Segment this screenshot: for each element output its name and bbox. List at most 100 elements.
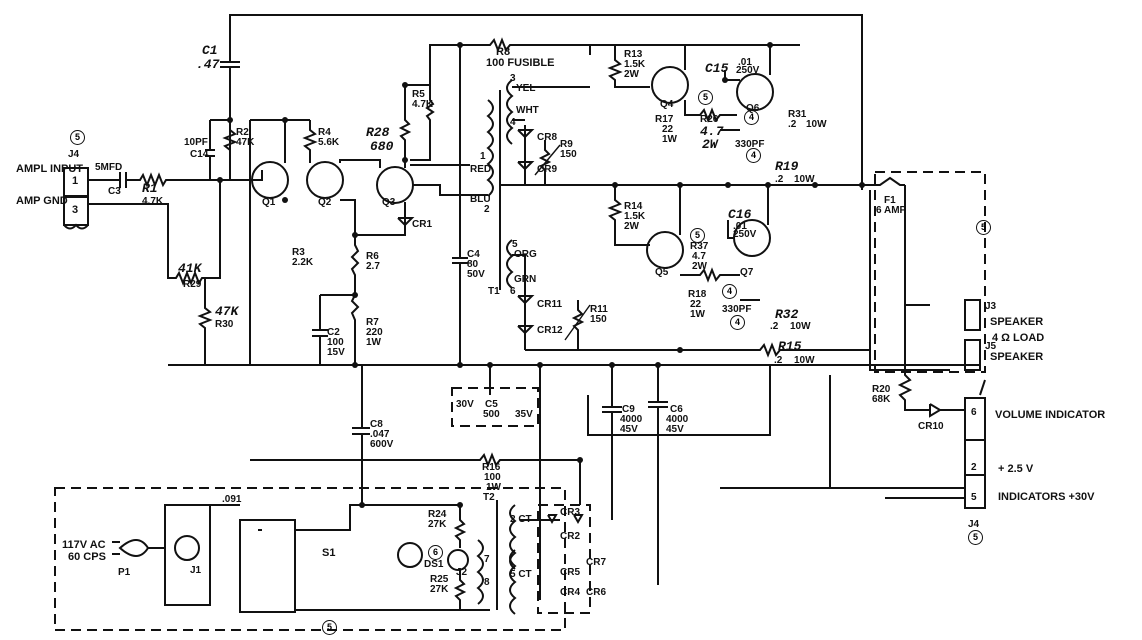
j2-lamp <box>447 549 469 571</box>
t1-tap-2: 2 <box>484 204 490 215</box>
r15-rating: 10W <box>794 355 815 366</box>
r11-value: 150 <box>590 314 607 325</box>
r26-value: 4.7 <box>700 124 724 139</box>
r18-rating: 1W <box>690 309 705 320</box>
t1-tap-1: 1 <box>480 151 486 162</box>
badge-4-c330b: 4 <box>730 315 745 330</box>
r1-value: 4.7K <box>142 196 164 207</box>
r20-label: R20 <box>872 384 891 395</box>
badge-6-ds1: 6 <box>428 545 443 560</box>
t1-primary <box>486 99 494 197</box>
s1-label: S1 <box>322 547 336 559</box>
r32-value: .2 <box>770 321 779 332</box>
badge-5-input: 5 <box>70 130 85 145</box>
r7-rating: 1W <box>366 337 381 348</box>
r31-rating: 10W <box>806 119 827 130</box>
r14-value: 1.5K <box>624 211 646 222</box>
c4-value: 80 <box>467 259 479 270</box>
j3-label: J3 <box>985 301 997 312</box>
c14-capacitor <box>205 120 215 180</box>
q5-transistor <box>646 231 684 269</box>
r25-value: 27K <box>430 584 449 595</box>
badge-5-j4: 5 <box>968 530 983 545</box>
c3-value: 5MFD <box>95 162 123 173</box>
t2-tap-5ct: 5 CT <box>510 569 532 580</box>
t2-tap-7: 7 <box>484 554 490 565</box>
r31-value: .2 <box>788 119 797 130</box>
c14-value: 10PF <box>184 137 208 148</box>
r28-label: R28 <box>366 125 390 140</box>
t1-tap-6: 6 <box>510 286 516 297</box>
r5-value: 4.7K <box>412 99 434 110</box>
c8-capacitor <box>352 365 370 505</box>
badge-4-q6: 4 <box>744 110 759 125</box>
t1-org: ORG <box>514 249 537 260</box>
t1-label: T1 <box>488 286 500 297</box>
c16-rating: 250V <box>733 229 757 240</box>
cr10-diode <box>929 403 942 418</box>
power-supply-outline <box>54 487 566 631</box>
f1-label: F1 <box>884 195 896 206</box>
badge-5-speaker: 5 <box>976 220 991 235</box>
c16-value: .01 <box>733 221 747 232</box>
c15-label: C15 <box>705 61 729 76</box>
r16-value: 100 <box>484 472 501 483</box>
mains-label: 117V AC <box>62 539 106 551</box>
cr11-label: CR11 <box>537 299 563 310</box>
r19-rating: 10W <box>794 174 815 185</box>
r14-label: R14 <box>624 201 643 212</box>
r17-rating: 1W <box>662 134 677 145</box>
c8-label: C8 <box>370 419 383 430</box>
c5-box <box>451 387 539 427</box>
r11-label: R11 <box>590 304 608 315</box>
r15-value: .2 <box>774 355 783 366</box>
c91-label: .091 <box>222 494 242 505</box>
c2-label: C2 <box>327 327 340 338</box>
r14-rating: 2W <box>624 221 639 232</box>
badge-5-q5: 5 <box>690 228 705 243</box>
r5-label: R5 <box>412 89 425 100</box>
t1-grn: GRN <box>514 274 537 285</box>
t2-tap-8: 8 <box>484 577 490 588</box>
r15-label: R15 <box>778 339 802 354</box>
c4-rating: 50V <box>467 269 485 280</box>
r13-value: 1.5K <box>624 59 646 70</box>
badge-5-q4: 5 <box>698 90 713 105</box>
t1-wht: WHT <box>516 105 539 116</box>
c6-capacitor <box>648 365 668 585</box>
j4-right-label: J4 <box>968 519 980 530</box>
q6-label: Q6 <box>746 103 760 114</box>
r2-label: R2 <box>236 127 249 138</box>
ampl-input-label: AMPL INPUT <box>16 163 84 175</box>
badge-4-c330: 4 <box>746 148 761 163</box>
r19-value: .2 <box>775 174 784 185</box>
cr1-label: CR1 <box>412 219 433 230</box>
cr10-label: CR10 <box>918 421 944 432</box>
amp-gnd-label: AMP GND <box>16 195 68 207</box>
cr6-label: CR6 <box>586 587 607 598</box>
r26-rating: 2W <box>702 137 718 152</box>
c16-label: C16 <box>728 207 752 222</box>
r3-value: 2.2K <box>292 257 314 268</box>
speaker-label-1: SPEAKER <box>990 316 1044 328</box>
q4-label: Q4 <box>660 99 674 110</box>
load-label: 4 Ω LOAD <box>992 332 1045 344</box>
c4-capacitor <box>452 45 468 365</box>
cr12-label: CR12 <box>537 325 563 336</box>
c8-value: .047 <box>370 429 390 440</box>
t2-primary <box>476 539 484 605</box>
t2-tap-2ct: 2 CT <box>510 514 532 525</box>
r30-value: 47K <box>215 304 239 319</box>
r4-value: 5.6K <box>318 137 340 148</box>
r9-value: 150 <box>560 149 577 160</box>
ds1-label: DS1 <box>424 559 444 570</box>
r17-label: R17 <box>655 114 674 125</box>
pin-1: 1 <box>72 175 79 187</box>
r18-label: R18 <box>688 289 707 300</box>
r2-value: 47K <box>236 137 255 148</box>
r18-value: 22 <box>690 299 702 310</box>
r4-label: R4 <box>318 127 331 138</box>
cr5-label: CR5 <box>560 567 581 578</box>
r7-value: 220 <box>366 327 383 338</box>
